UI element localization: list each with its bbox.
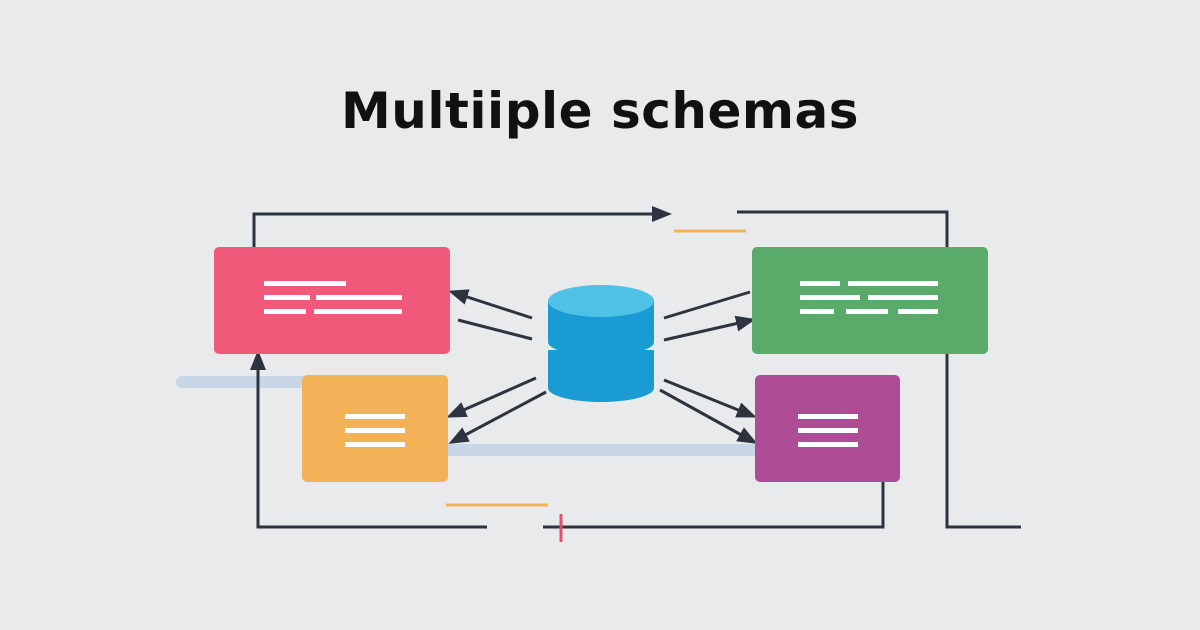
arrow-db-to-orange-2 bbox=[448, 390, 547, 444]
arrow-db-to-pink-1 bbox=[448, 289, 533, 320]
arrow-db-to-orange-1 bbox=[446, 376, 537, 418]
schema-pink bbox=[214, 247, 450, 354]
text-lines-icon bbox=[264, 281, 402, 314]
connector-top-left bbox=[252, 206, 672, 247]
schema-green bbox=[752, 247, 988, 354]
text-lines-icon bbox=[798, 414, 858, 447]
arrow-db-to-green-1 bbox=[663, 290, 751, 320]
schema-purple bbox=[755, 375, 900, 482]
text-lines-icon bbox=[345, 414, 405, 447]
connector-right-exit bbox=[945, 354, 1021, 529]
connector-bottom-right bbox=[543, 482, 885, 529]
database-icon bbox=[548, 285, 654, 402]
arrow-db-to-green-2 bbox=[663, 315, 756, 342]
arrow-db-to-pink-2 bbox=[457, 318, 533, 341]
connector-top-right bbox=[737, 210, 949, 247]
accent-bar-left bbox=[176, 376, 326, 388]
arrow-db-to-purple-1 bbox=[663, 378, 757, 418]
schema-orange bbox=[302, 375, 448, 482]
diagram-title: Multiiple schemas bbox=[341, 82, 859, 140]
text-lines-icon bbox=[800, 281, 938, 314]
connector-bottom-left bbox=[250, 350, 487, 529]
accent-bar-bottom bbox=[446, 444, 756, 456]
arrow-db-to-purple-2 bbox=[659, 388, 758, 444]
